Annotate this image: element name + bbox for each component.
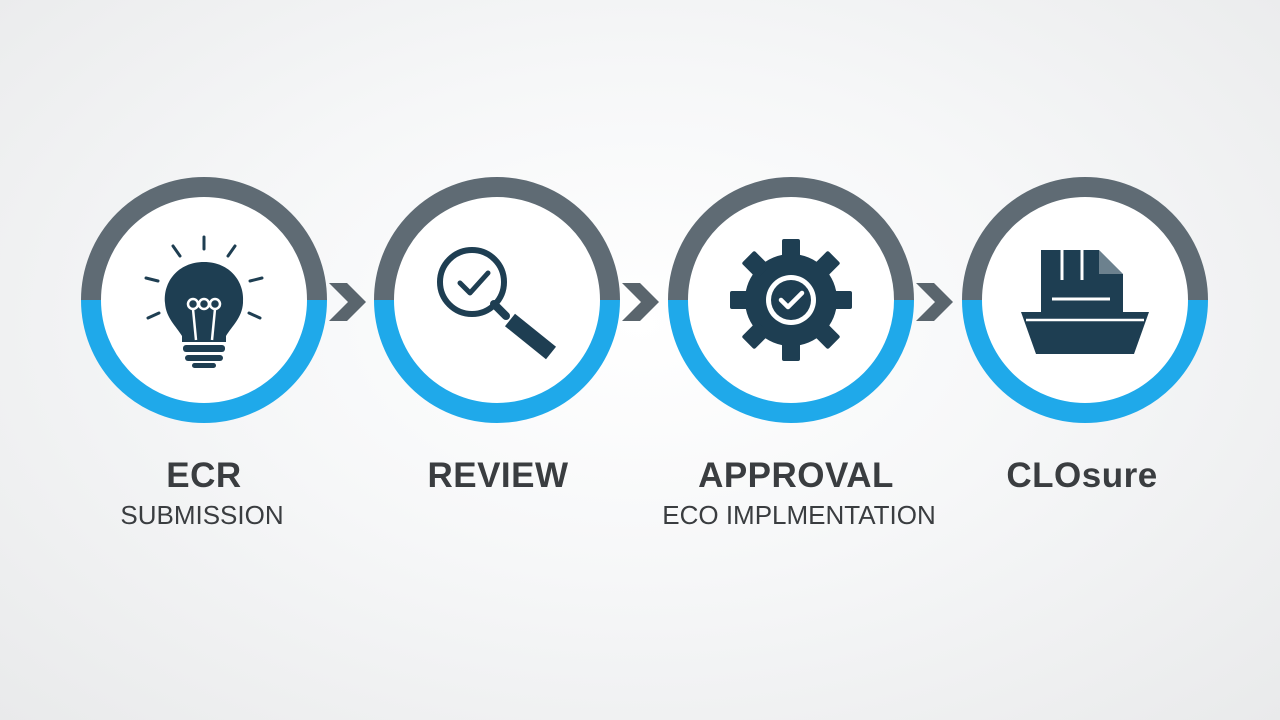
chevron-right-icon: [329, 283, 366, 321]
magnifier-check-icon: [437, 247, 557, 360]
gear-check-icon: [730, 239, 852, 361]
step-1-title: ECR: [166, 456, 242, 495]
step-3-subtitle: ECO IMPLMENTATION: [662, 500, 936, 530]
step-1-subtitle: SUBMISSION: [120, 500, 284, 530]
chevron-right-icon: [916, 283, 953, 321]
step-3-title: APPROVAL: [698, 456, 894, 495]
document-tray-icon: [1021, 250, 1149, 354]
chevron-right-icon: [622, 283, 659, 321]
step-2-title: REVIEW: [427, 456, 569, 495]
lightbulb-icon: [144, 235, 264, 368]
step-4-title: CLOsure: [1006, 456, 1158, 495]
